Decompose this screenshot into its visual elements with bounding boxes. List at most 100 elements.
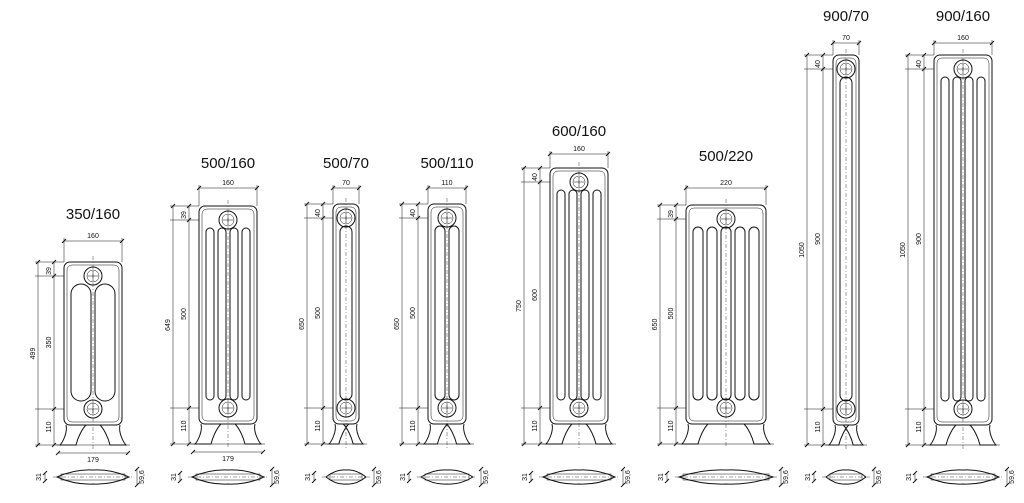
collector-plug xyxy=(836,59,856,79)
radiator-model-label: 900/160 xyxy=(936,8,990,25)
dimension-tick xyxy=(406,470,412,476)
collector-plug-inner xyxy=(339,401,353,415)
total-height-value: 649 xyxy=(165,319,172,331)
dimension-tick xyxy=(1004,466,1010,472)
collector-plug xyxy=(569,398,589,418)
collector-plug-inner xyxy=(839,402,853,416)
dimension-tick xyxy=(905,442,911,448)
dimension-tick xyxy=(673,216,679,222)
collector-plug-inner xyxy=(86,402,100,416)
dimension-tick xyxy=(856,40,862,46)
dimension-tick xyxy=(620,466,626,472)
dimension-tick xyxy=(134,482,140,488)
radiator-model-label: 500/220 xyxy=(699,148,753,165)
radiator-leg xyxy=(544,423,573,445)
dimension-tick xyxy=(196,185,202,191)
dimension-tick xyxy=(320,405,326,411)
radiator-column xyxy=(706,226,718,401)
radiator-model-label: 600/160 xyxy=(552,123,606,140)
dimension-tick xyxy=(425,185,431,191)
depth-min-value: 31 xyxy=(36,473,43,481)
section-plan-view xyxy=(825,469,867,485)
collector-plug xyxy=(437,398,457,418)
width-value: 160 xyxy=(573,146,585,153)
dimension-tick xyxy=(528,478,534,484)
dimension-tick xyxy=(478,466,484,472)
dimension-tick xyxy=(177,470,183,476)
dimension-tick xyxy=(811,478,817,484)
radiator-column xyxy=(734,226,746,401)
dimension-tick xyxy=(304,201,310,207)
dimension-tick xyxy=(921,406,927,412)
total-height-value: 499 xyxy=(30,348,37,360)
bottom-offset-value: 110 xyxy=(181,420,188,431)
dimension-tick xyxy=(605,151,611,157)
radiator-column xyxy=(70,283,92,402)
dimension-tick xyxy=(912,470,918,476)
depth-min-value: 31 xyxy=(171,473,178,481)
dimension-tick xyxy=(664,478,670,484)
collector-plug xyxy=(716,398,736,418)
dimension-tick xyxy=(35,442,41,448)
leg-span-value: 179 xyxy=(222,456,234,463)
radiator-leg xyxy=(99,424,128,446)
dimension-tick xyxy=(371,466,377,472)
radiator-column xyxy=(592,189,602,401)
dimension-tick xyxy=(811,470,817,476)
depth-min-value: 31 xyxy=(305,473,312,481)
depth-max-value: 59,6 xyxy=(1009,470,1016,484)
radiator-leg xyxy=(743,423,772,445)
dimension-tick xyxy=(177,478,183,484)
radiator-leg xyxy=(193,423,222,445)
dimension-tick xyxy=(921,66,927,72)
dimension-tick xyxy=(521,441,527,447)
radiator-column xyxy=(976,76,986,402)
total-height-value: 650 xyxy=(394,318,401,330)
dimension-tick xyxy=(304,441,310,447)
axis-distance-value: 350 xyxy=(46,337,53,349)
radiator-leg xyxy=(969,424,998,446)
dimension-tick xyxy=(537,405,543,411)
dimension-tick xyxy=(356,185,362,191)
dimension-tick xyxy=(269,466,275,472)
dimension-tick xyxy=(42,470,48,476)
dimension-tick xyxy=(657,441,663,447)
collector-plug xyxy=(836,399,856,419)
dimension-tick xyxy=(804,52,810,58)
bottom-offset-value: 110 xyxy=(315,420,322,431)
dimension-tick xyxy=(55,450,61,456)
collector-plug xyxy=(218,210,238,230)
radiator-model-label: 900/70 xyxy=(823,8,869,25)
dimension-tick xyxy=(912,478,918,484)
axis-distance-value: 500 xyxy=(181,308,188,320)
collector-plug-inner xyxy=(839,62,853,76)
dimension-tick xyxy=(186,405,192,411)
collector-plug-inner xyxy=(572,401,586,415)
top-offset-value: 40 xyxy=(916,60,923,68)
dimension-tick xyxy=(673,405,679,411)
radiator-column xyxy=(241,227,251,401)
dimension-tick xyxy=(673,202,679,208)
dimension-tick xyxy=(119,238,125,244)
depth-max-value: 59,6 xyxy=(139,470,146,484)
dimension-tick xyxy=(415,201,421,207)
collector-plug-inner xyxy=(956,402,970,416)
total-height-value: 650 xyxy=(652,319,659,331)
dimension-tick xyxy=(320,441,326,447)
dimension-tick xyxy=(820,52,826,58)
dimension-tick xyxy=(186,441,192,447)
dimension-tick xyxy=(778,482,784,488)
radiator-column xyxy=(580,189,590,401)
dimension-tick xyxy=(657,202,663,208)
collector-plug xyxy=(437,208,457,228)
top-offset-value: 39 xyxy=(668,210,675,218)
dimension-tick xyxy=(820,66,826,72)
dimension-tick xyxy=(463,185,469,191)
radiator-column xyxy=(964,76,974,402)
depth-max-value: 59,6 xyxy=(376,470,383,484)
depth-min-value: 31 xyxy=(906,473,913,481)
